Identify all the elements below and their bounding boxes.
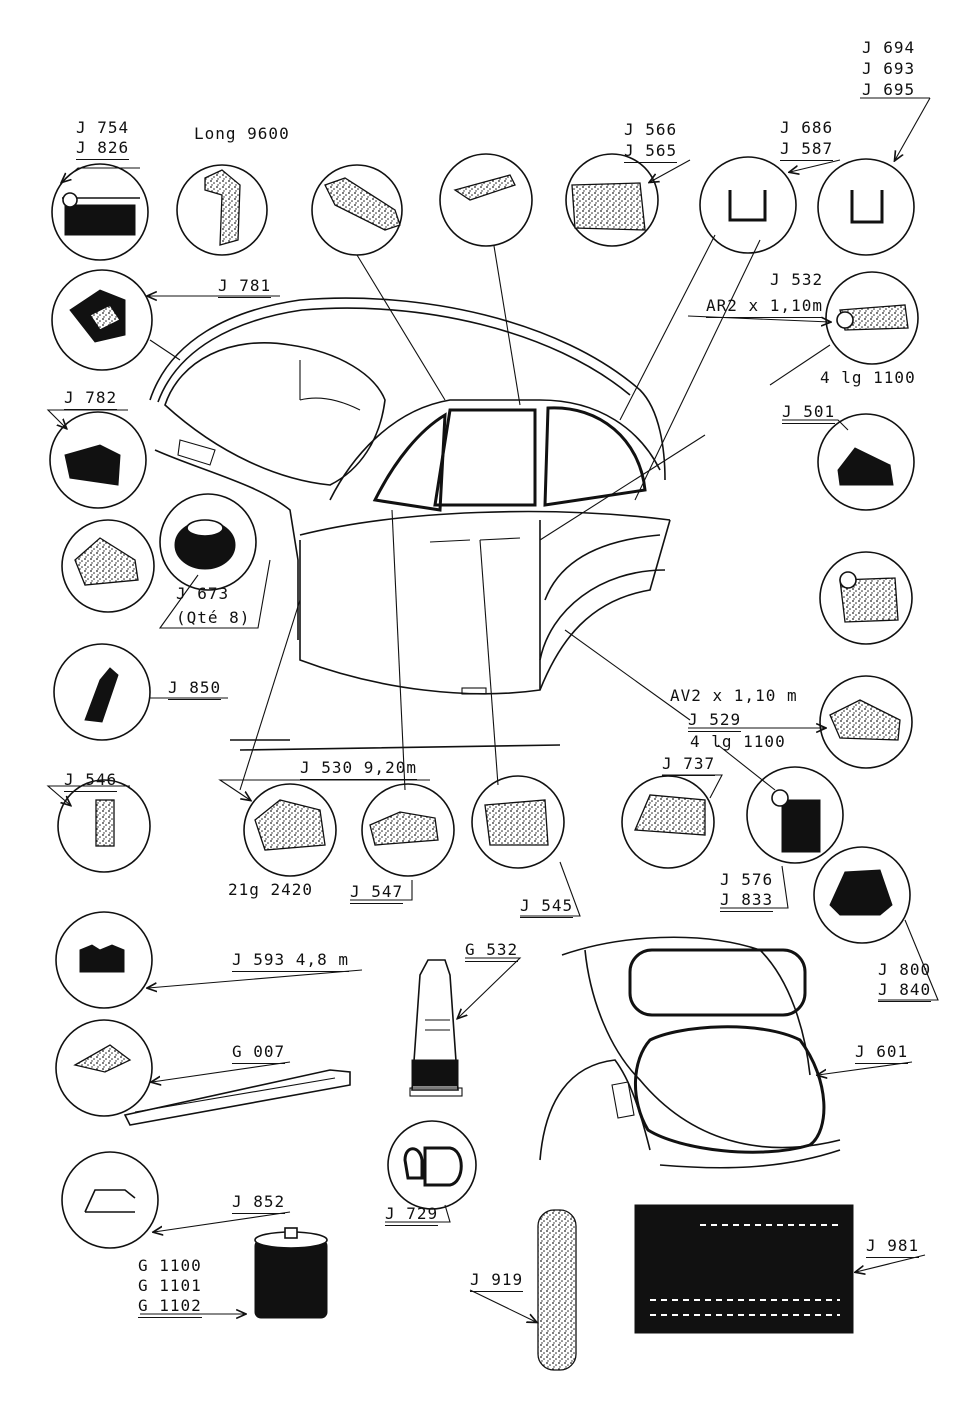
label-j919: J 919	[470, 1270, 524, 1292]
label-j694: J 694	[862, 38, 916, 57]
label-lg2420: 21g 2420	[228, 880, 314, 899]
label-j737: J 737	[662, 754, 716, 776]
part-circle-j686	[699, 156, 797, 254]
label-j695: J 695	[862, 80, 916, 99]
label-j800: J 800	[878, 960, 932, 979]
part-circle-j529	[819, 675, 913, 769]
part-circle-j781	[51, 269, 153, 371]
label-ar2: AR2 x 1,10m	[706, 296, 823, 318]
part-circle-j501	[817, 413, 915, 511]
label-j547: J 547	[350, 882, 404, 904]
strip-g007	[123, 1069, 351, 1126]
part-circle-sponge	[61, 519, 155, 613]
label-j546: J 546	[64, 770, 118, 792]
part-circle-j754	[51, 163, 149, 261]
label-j545: J 545	[520, 896, 574, 918]
roll-j919	[537, 1209, 577, 1371]
label-qte8: (Qté 8)	[176, 608, 251, 627]
label-j686: J 686	[780, 118, 834, 137]
part-circle-long9600	[176, 164, 268, 256]
part-circle-j566	[565, 153, 659, 247]
label-j532: J 532	[770, 270, 824, 289]
label-j781: J 781	[218, 276, 272, 298]
label-lg1100b: 4 lg 1100	[690, 732, 786, 751]
label-g1100: G 1100	[138, 1256, 202, 1275]
label-j826: J 826	[76, 138, 130, 160]
part-circle-j546	[57, 779, 151, 873]
label-j565: J 565	[624, 141, 678, 163]
label-j693: J 693	[862, 59, 916, 78]
label-g532: G 532	[465, 940, 519, 962]
label-j501: J 501	[782, 402, 836, 424]
label-j840: J 840	[878, 980, 932, 1002]
can-g1100	[254, 1227, 328, 1319]
part-circle-j545	[471, 775, 565, 869]
part-circle-upper-1	[311, 164, 403, 256]
part-circle-j593	[55, 911, 153, 1009]
part-circle-g007	[55, 1019, 153, 1117]
sheet-j981	[634, 1204, 854, 1334]
label-j729: J 729	[385, 1204, 439, 1226]
part-circle-j729	[387, 1120, 477, 1210]
label-j673: J 673	[176, 584, 230, 603]
label-g1102: G 1102	[138, 1296, 202, 1318]
label-j529: J 529	[688, 710, 742, 732]
label-j852: J 852	[232, 1192, 286, 1214]
label-long9600: Long 9600	[194, 124, 290, 143]
label-j850: J 850	[168, 678, 222, 700]
part-circle-j530	[243, 783, 337, 877]
part-circle-j532	[825, 271, 919, 365]
label-j833: J 833	[720, 890, 774, 912]
part-circle-j694	[817, 158, 915, 256]
part-circle-j576	[746, 766, 844, 864]
car-rear-drawing	[539, 936, 841, 1169]
label-j530: J 530 9,20m	[300, 758, 417, 780]
car-body-drawing	[149, 297, 671, 751]
part-circle-j782	[49, 411, 147, 509]
part-circle-j800	[813, 846, 911, 944]
label-j782: J 782	[64, 388, 118, 410]
label-j566: J 566	[624, 120, 678, 139]
label-g1101: G 1101	[138, 1276, 202, 1295]
part-circle-j737	[621, 775, 715, 869]
label-j587: J 587	[780, 139, 834, 161]
label-lg1100a: 4 lg 1100	[820, 368, 916, 387]
part-circle-right-mid	[819, 551, 913, 645]
part-circle-j547	[361, 783, 455, 877]
part-circle-j673	[159, 493, 257, 591]
label-j576: J 576	[720, 870, 774, 889]
tube-g532	[409, 959, 463, 1097]
leader-lines	[46, 97, 939, 1322]
part-circle-j852	[61, 1151, 159, 1249]
label-j754: J 754	[76, 118, 130, 137]
label-j593: J 593 4,8 m	[232, 950, 349, 972]
label-g007: G 007	[232, 1042, 286, 1064]
part-circle-upper-2	[439, 153, 533, 247]
label-j981: J 981	[866, 1236, 920, 1258]
label-j601: J 601	[855, 1042, 909, 1064]
part-circle-j850	[53, 643, 151, 741]
label-av2: AV2 x 1,10 m	[670, 686, 798, 705]
